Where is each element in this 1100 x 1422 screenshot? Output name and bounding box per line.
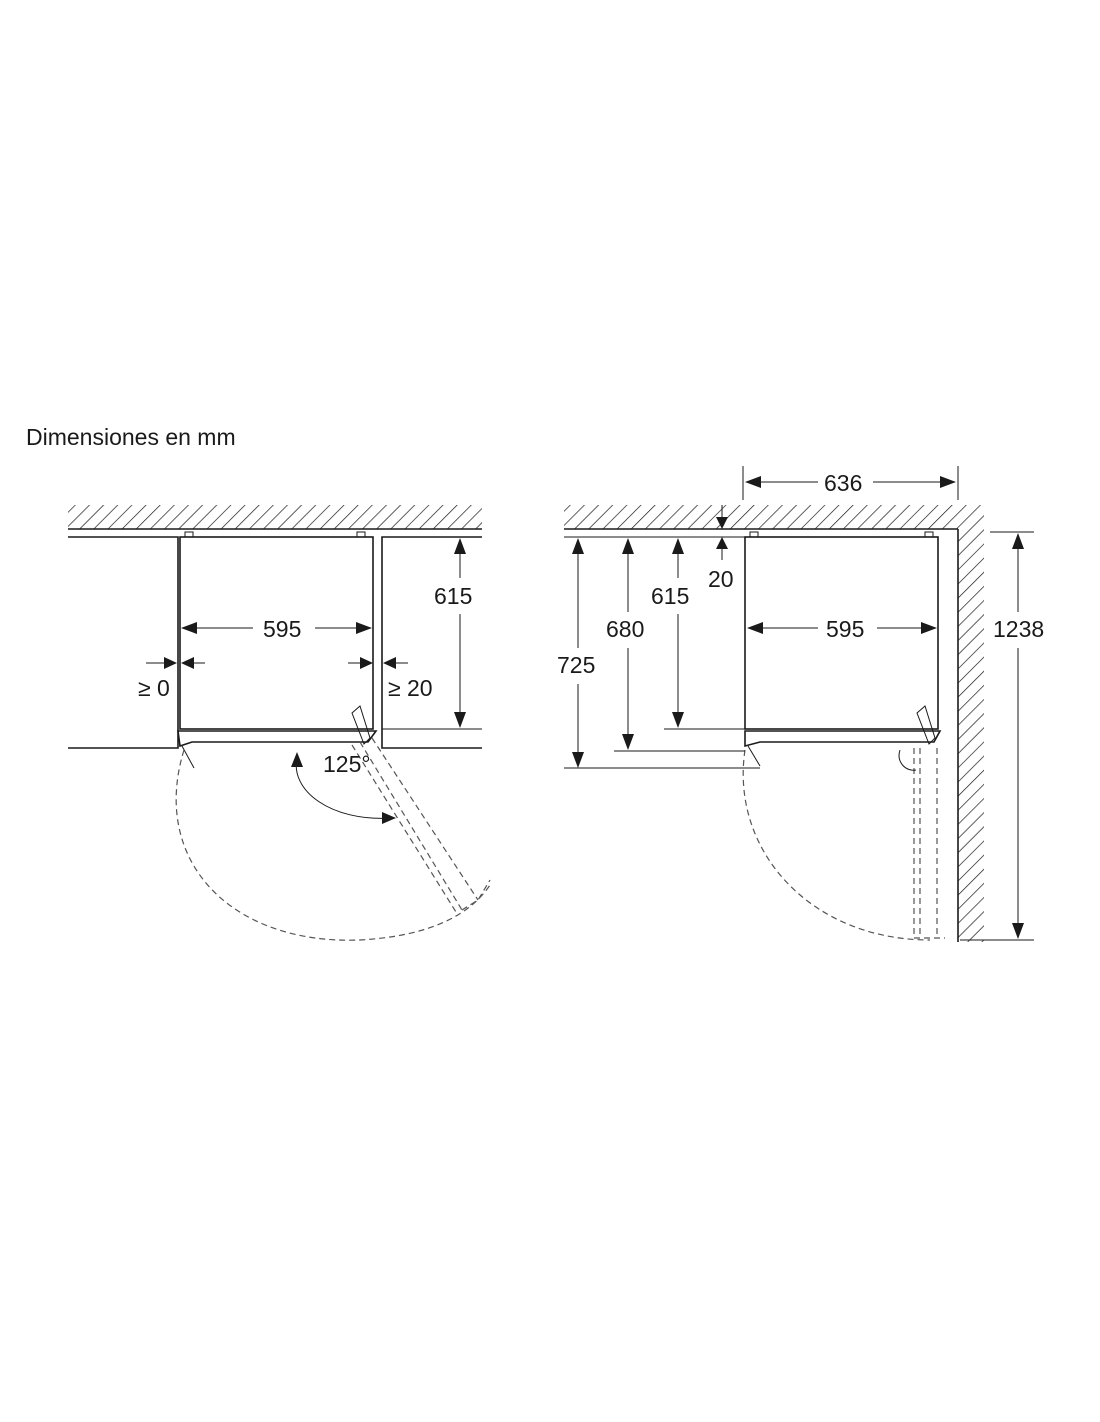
overall-width-label: 636 (824, 470, 862, 496)
right-view: 636 20 615 680 725 595 (557, 466, 1044, 942)
left-cabinet (68, 536, 179, 749)
width-label: 595 (263, 616, 301, 642)
door-swing-arc (175, 749, 491, 941)
page-title: Dimensiones en mm (26, 424, 236, 450)
left-wall-hatch (68, 505, 482, 529)
gap-right-label: ≥ 20 (388, 675, 433, 701)
appliance-door (177, 730, 378, 748)
depth-label: 615 (434, 583, 472, 609)
right-side-wall-hatch (958, 529, 984, 942)
appliance-body (179, 536, 374, 730)
angle-arc (295, 757, 393, 819)
left-view: 125° 595 615 ≥ 0 ≥ 20 (68, 505, 491, 941)
appliance-door-right (744, 730, 942, 748)
appliance-body-right (744, 536, 939, 730)
top-gap-label: 20 (708, 566, 734, 592)
right-top-wall-hatch (564, 505, 984, 529)
right-cabinet (381, 536, 482, 749)
total-depth-label: 725 (557, 652, 595, 678)
angle-label: 125° (323, 751, 371, 777)
door-swing-arc-right (742, 749, 931, 941)
clearance-label: 1238 (993, 616, 1044, 642)
body-depth-label: 615 (651, 583, 689, 609)
gap-left-label: ≥ 0 (138, 675, 170, 701)
width-label-right: 595 (826, 616, 864, 642)
door-depth-label: 680 (606, 616, 644, 642)
